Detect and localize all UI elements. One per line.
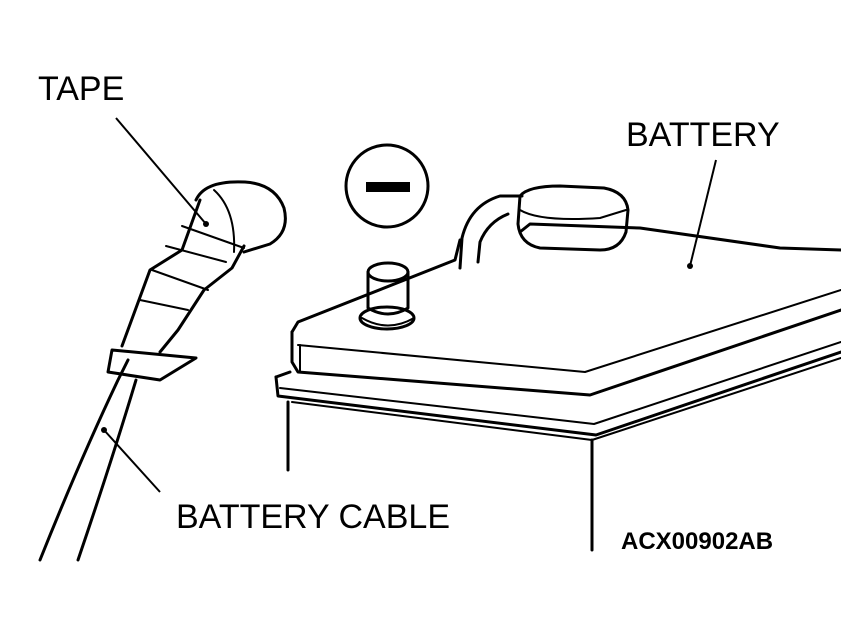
tape-leader-line xyxy=(115,117,207,225)
negative-symbol xyxy=(344,143,430,229)
battery-leader-line xyxy=(689,159,717,267)
tape-wrapped-clamp xyxy=(194,180,287,254)
battery-body xyxy=(274,222,841,552)
battery-lid xyxy=(290,222,841,334)
battery-label: BATTERY xyxy=(626,116,780,154)
battery-cable-label: BATTERY CABLE xyxy=(176,498,450,536)
battery-cable xyxy=(38,180,287,562)
tape-label: TAPE xyxy=(38,70,125,108)
battery-lid-front xyxy=(290,308,841,397)
battery-cable-leader-line xyxy=(103,429,161,493)
battery-rim xyxy=(274,350,841,437)
negative-terminal-post xyxy=(358,261,416,331)
positive-terminal-cap xyxy=(458,184,630,270)
figure-code: ACX00902AB xyxy=(621,528,774,555)
